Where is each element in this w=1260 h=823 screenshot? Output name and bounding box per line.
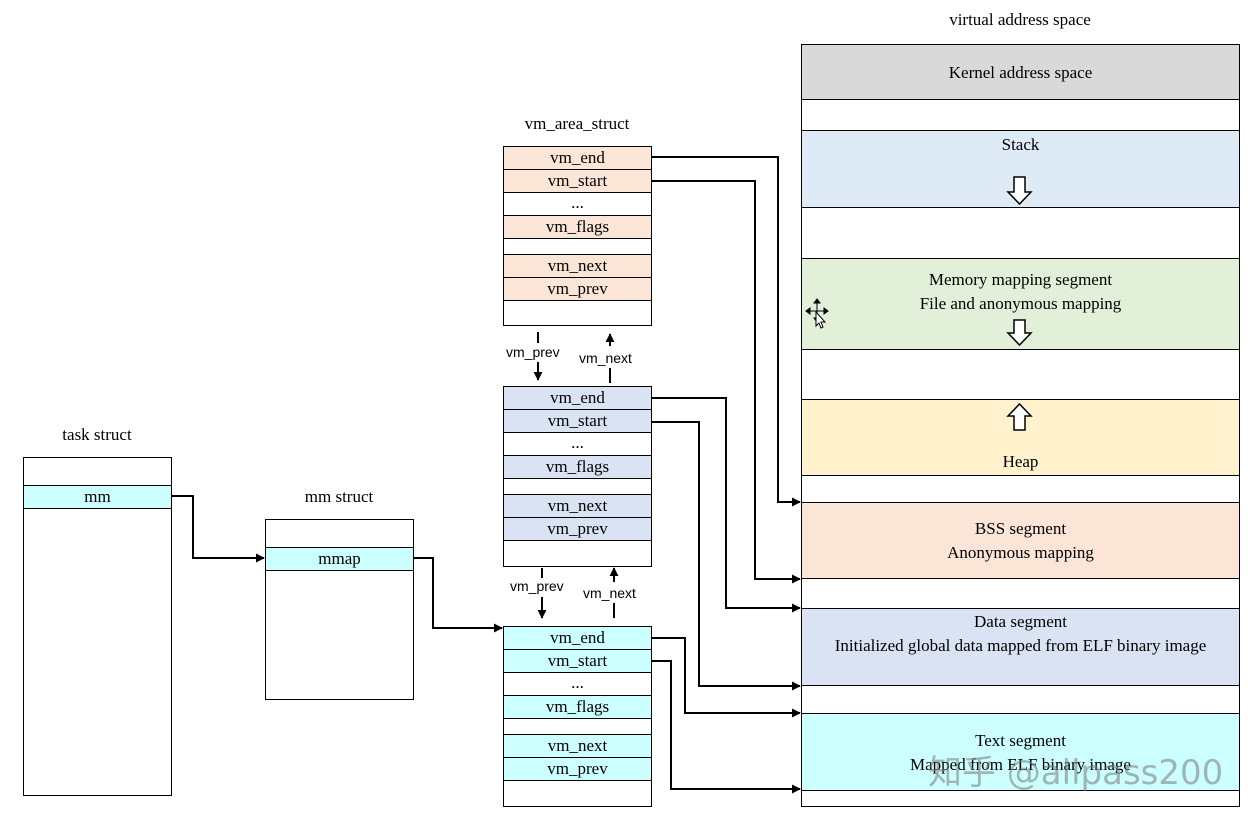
text-segment-label-2: Mapped from ELF binary image: [910, 755, 1131, 774]
vma1-vm-next: vm_next: [504, 254, 651, 278]
kernel-segment: Kernel address space: [801, 44, 1240, 100]
mmap-segment-label-2: File and anonymous mapping: [919, 294, 1122, 313]
mm-struct-title: mm struct: [304, 487, 374, 506]
heap-segment-label: Heap: [1002, 452, 1039, 471]
virtual-address-space-title: virtual address space: [949, 10, 1091, 29]
watermark: 知乎 @allpass200: [928, 753, 1224, 793]
stack-segment: Stack: [801, 130, 1240, 208]
kernel-segment-label: Kernel address space: [948, 63, 1093, 82]
vma2-vm-flags: vm_flags: [504, 455, 651, 479]
bss-segment-label-2: Anonymous mapping: [947, 543, 1094, 562]
task-struct-box: mm: [23, 457, 172, 796]
arrow-vma1-end-to-bss: [652, 156, 801, 507]
vma2-vm-prev: vm_prev: [504, 517, 651, 541]
link-label-next-1: vm_next: [579, 350, 632, 366]
link-label-next-2: vm_next: [583, 585, 636, 601]
arrow-mm-to-mmstruct: [172, 495, 265, 563]
vma2-dots: ...: [571, 433, 584, 452]
task-struct-mm-field: mm: [24, 485, 171, 509]
vma1-dots: ...: [571, 193, 584, 212]
arrow-vma3-start-to-text: [652, 660, 801, 794]
data-segment-label-2: Initialized global data mapped from ELF …: [834, 636, 1207, 655]
vma3-vm-start: vm_start: [504, 649, 651, 673]
vma3-vm-next: vm_next: [504, 734, 651, 758]
bss-segment-label-1: BSS segment: [974, 519, 1067, 538]
vma3-dots: ...: [571, 673, 584, 692]
heap-up-arrow-icon: [1006, 402, 1033, 431]
arrow-vma2-start-to-data: [652, 421, 801, 691]
text-segment: Text segment Mapped from ELF binary imag…: [801, 713, 1240, 791]
mmap-segment-label-1: Memory mapping segment: [928, 270, 1113, 289]
link-label-prev-2: vm_prev: [510, 578, 564, 594]
vma1-vm-end: vm_end: [504, 146, 651, 170]
vma3-vm-end: vm_end: [504, 626, 651, 650]
stack-segment-label: Stack: [1001, 135, 1040, 154]
vma1-vm-flags: vm_flags: [504, 215, 651, 239]
arrow-vma3-end-to-text: [652, 637, 801, 718]
bss-segment: BSS segment Anonymous mapping: [801, 502, 1240, 579]
data-segment: Data segment Initialized global data map…: [801, 608, 1240, 686]
vma-box-2: vm_end vm_start ... vm_flags vm_next vm_…: [503, 386, 652, 567]
vma2-vm-end: vm_end: [504, 386, 651, 410]
link-label-prev-1: vm_prev: [506, 344, 560, 360]
vma3-vm-flags: vm_flags: [504, 695, 651, 719]
vm-area-struct-title: vm_area_struct: [524, 114, 630, 133]
stack-down-arrow-icon: [1006, 176, 1033, 206]
vma-box-3: vm_end vm_start ... vm_flags vm_next vm_…: [503, 626, 652, 807]
arrow-vma1-start-to-bss: [652, 180, 801, 584]
mm-struct-mmap-field: mmap: [266, 547, 413, 571]
text-segment-label-1: Text segment: [975, 731, 1066, 750]
mmap-down-arrow-icon: [1006, 319, 1033, 347]
mm-struct-box: mmap: [265, 519, 414, 700]
arrow-mmap-to-vma3: [414, 557, 503, 633]
task-struct-title: task struct: [62, 425, 132, 444]
move-cursor-icon: [805, 298, 829, 329]
vma2-vm-start: vm_start: [504, 409, 651, 433]
vma1-vm-start: vm_start: [504, 169, 651, 193]
vma1-vm-prev: vm_prev: [504, 277, 651, 301]
vma-box-1: vm_end vm_start ... vm_flags vm_next vm_…: [503, 146, 652, 326]
data-segment-label-1: Data segment: [974, 612, 1067, 631]
vma3-vm-prev: vm_prev: [504, 757, 651, 781]
arrow-vma2-end-to-data: [652, 397, 801, 613]
